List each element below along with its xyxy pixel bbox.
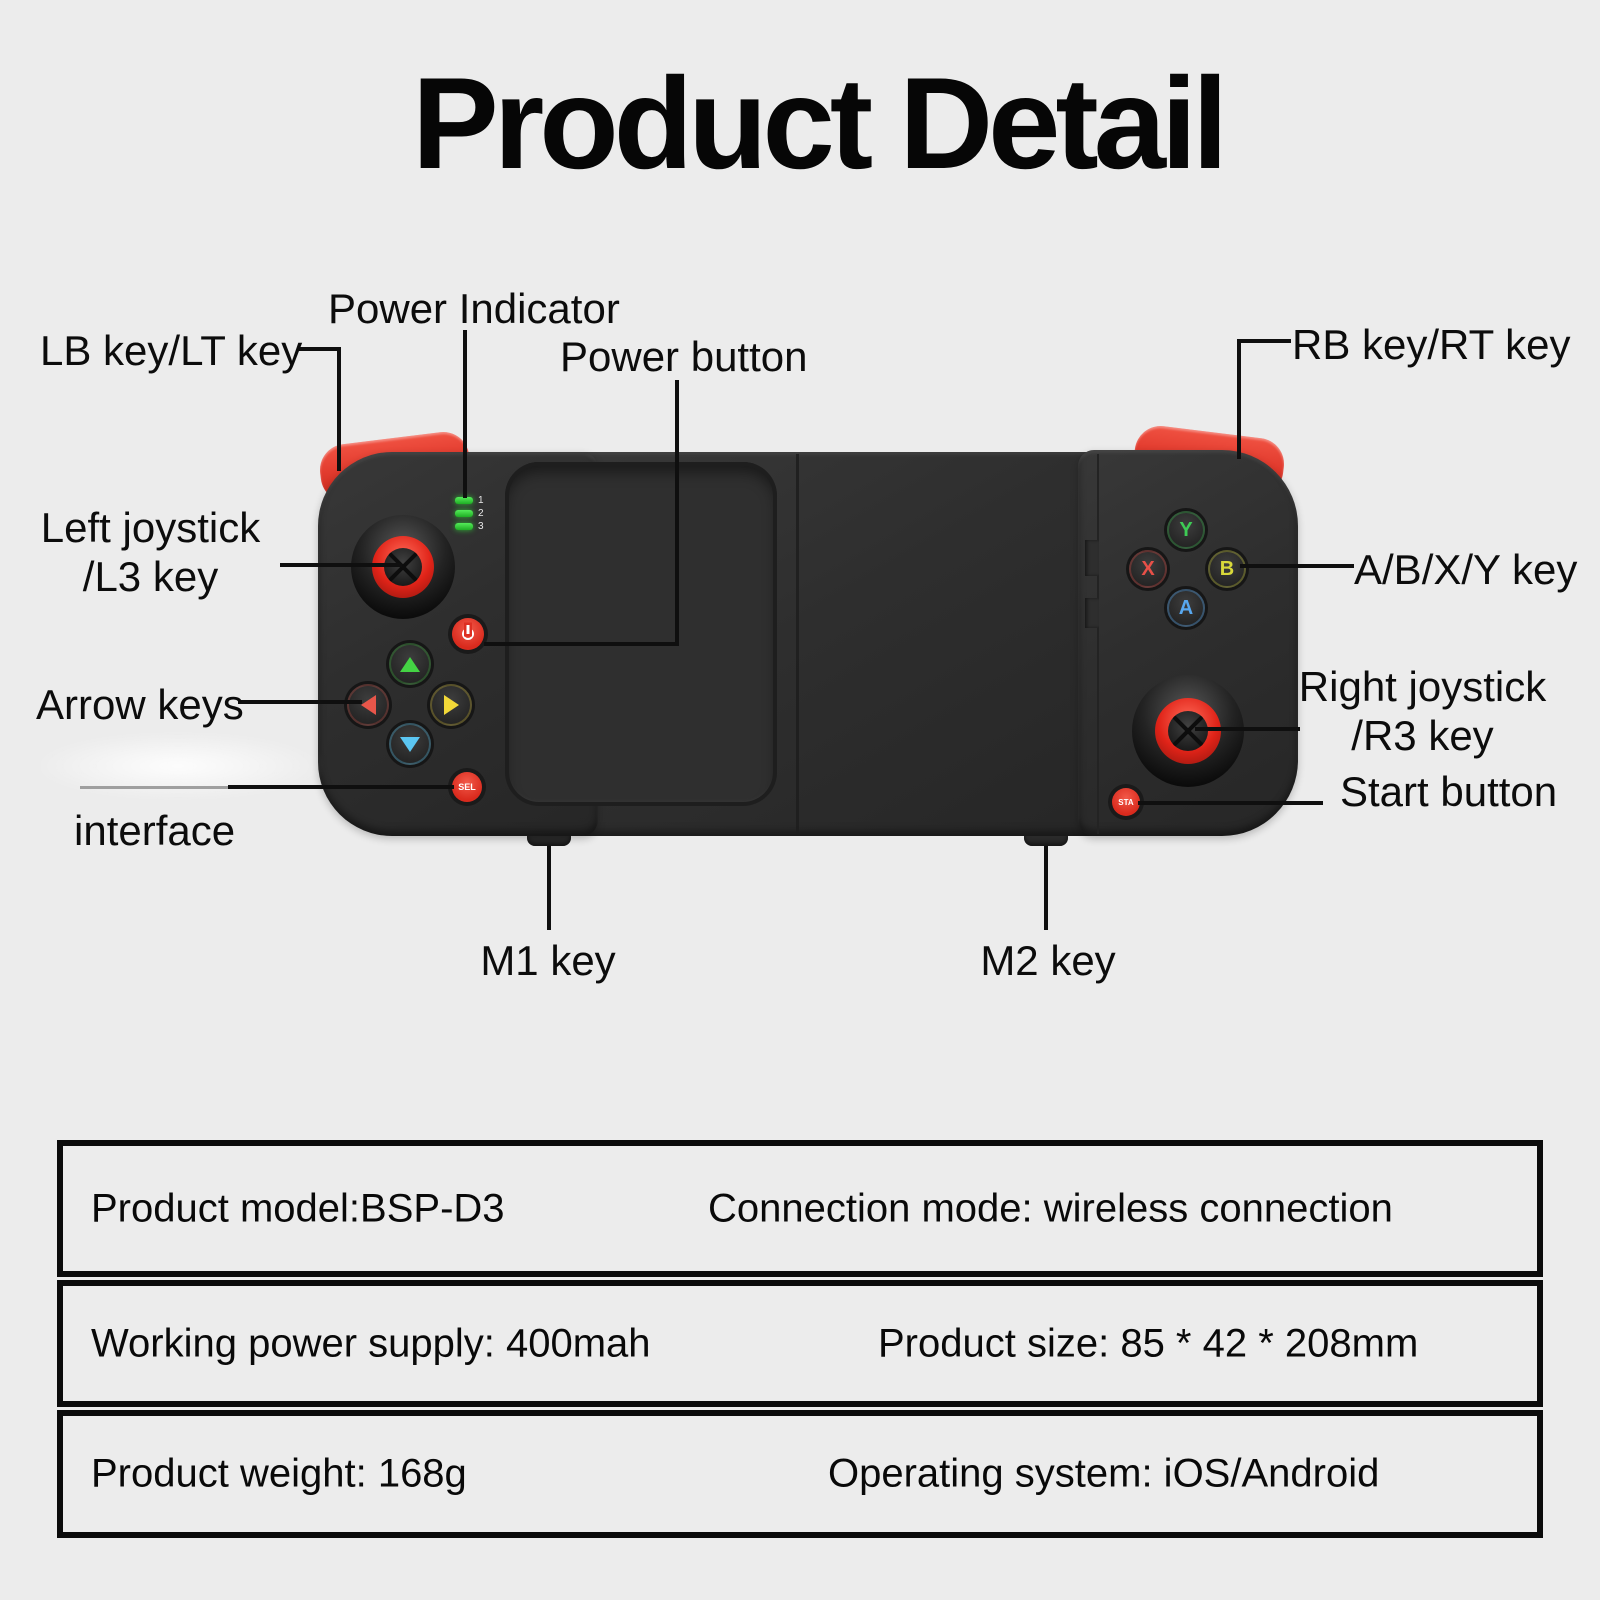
led-number: 2 <box>478 508 484 519</box>
callout-line-right-joystick <box>1195 727 1300 731</box>
seam-notch <box>1085 598 1099 628</box>
callout-line-start <box>1138 801 1323 805</box>
callout-line-lb <box>337 347 341 471</box>
label-power-indicator: Power Indicator <box>328 285 620 332</box>
power-indicator-led-3 <box>455 523 473 530</box>
callout-line-interface <box>228 785 454 789</box>
a-button: A <box>1167 589 1205 627</box>
callout-line-rb <box>1241 339 1291 343</box>
b-button: B <box>1208 550 1246 588</box>
label-abxy: A/B/X/Y key <box>1354 546 1578 593</box>
spec-operating-system: Operating system: iOS/Android <box>828 1451 1380 1496</box>
label-rb: RB key/RT key <box>1292 321 1571 368</box>
x-button-label: X <box>1141 558 1155 580</box>
callout-line-arrow-keys <box>238 700 362 704</box>
spec-product-weight: Product weight: 168g <box>91 1451 467 1496</box>
callout-line-rb <box>1237 339 1241 459</box>
label-start: Start button <box>1340 768 1558 815</box>
callout-line-interface-faded <box>80 786 230 789</box>
dpad-left-button <box>347 684 389 726</box>
up-arrow-icon <box>400 656 420 672</box>
y-button: Y <box>1167 511 1205 549</box>
label-lb: LB key/LT key <box>40 327 303 374</box>
label-m1: M1 key <box>480 937 616 984</box>
label-left-joystick-line2: /L3 key <box>82 553 219 600</box>
callout-line-m1 <box>547 846 551 930</box>
select-button: SEL <box>452 772 482 802</box>
led-number: 1 <box>478 495 484 506</box>
start-button: STA <box>1112 788 1140 816</box>
spec-product-size: Product size: 85 * 42 * 208mm <box>878 1321 1419 1365</box>
seam-notch <box>1085 540 1099 576</box>
power-button <box>452 618 484 650</box>
spec-product-model: Product model:BSP-D3 <box>91 1186 505 1230</box>
callout-line-power-indicator <box>463 330 467 498</box>
b-button-label: B <box>1219 558 1235 580</box>
spec-table-row: Product model:BSP-D3 Connection mode: wi… <box>57 1140 1543 1277</box>
spec-table-row: Working power supply: 400mah Product siz… <box>57 1280 1543 1407</box>
callout-line-power-button <box>675 380 679 646</box>
callout-line-left-joystick <box>280 563 402 567</box>
down-arrow-icon <box>400 736 420 752</box>
right-grip-seam <box>1097 454 1099 834</box>
power-icon <box>460 626 476 642</box>
x-button: X <box>1129 550 1167 588</box>
label-interface: interface <box>74 807 236 854</box>
y-button-label: Y <box>1179 519 1193 541</box>
label-right-joystick: Right joystick /R3 key <box>1295 662 1550 760</box>
led-number: 3 <box>478 521 484 532</box>
label-arrow-keys: Arrow keys <box>36 681 244 728</box>
power-indicator-led-2 <box>455 510 473 517</box>
a-button-label: A <box>1178 597 1194 619</box>
label-right-joystick-line1: Right joystick <box>1298 663 1547 710</box>
phone-tray-recess <box>505 462 777 806</box>
spec-table-row: Product weight: 168g Operating system: i… <box>57 1410 1543 1538</box>
left-joystick <box>351 515 455 619</box>
callout-line-lb <box>297 347 341 351</box>
telescopic-seam <box>796 454 799 834</box>
callout-line-power-button <box>484 642 679 646</box>
callout-line-m2 <box>1044 846 1048 930</box>
label-left-joystick-line1: Left joystick <box>40 504 261 551</box>
power-indicator-led-1 <box>455 497 473 504</box>
right-joystick <box>1132 675 1244 787</box>
page-title: Product Detail <box>412 50 1228 196</box>
label-power-button: Power button <box>560 333 808 380</box>
spec-connection-mode: Connection mode: wireless connection <box>708 1186 1393 1230</box>
dpad-down-button <box>389 723 431 765</box>
spec-power-supply: Working power supply: 400mah <box>91 1321 651 1365</box>
label-m2: M2 key <box>980 937 1116 984</box>
dpad-up-button <box>389 643 431 685</box>
callout-line-abxy <box>1240 564 1354 568</box>
dpad-right-button <box>430 684 472 726</box>
left-arrow-icon <box>360 695 376 715</box>
label-left-joystick: Left joystick /L3 key <box>38 503 263 601</box>
right-arrow-icon <box>443 695 459 715</box>
joystick-knob <box>1168 711 1208 751</box>
joystick-knob <box>384 548 422 586</box>
label-right-joystick-line2: /R3 key <box>1351 712 1494 759</box>
